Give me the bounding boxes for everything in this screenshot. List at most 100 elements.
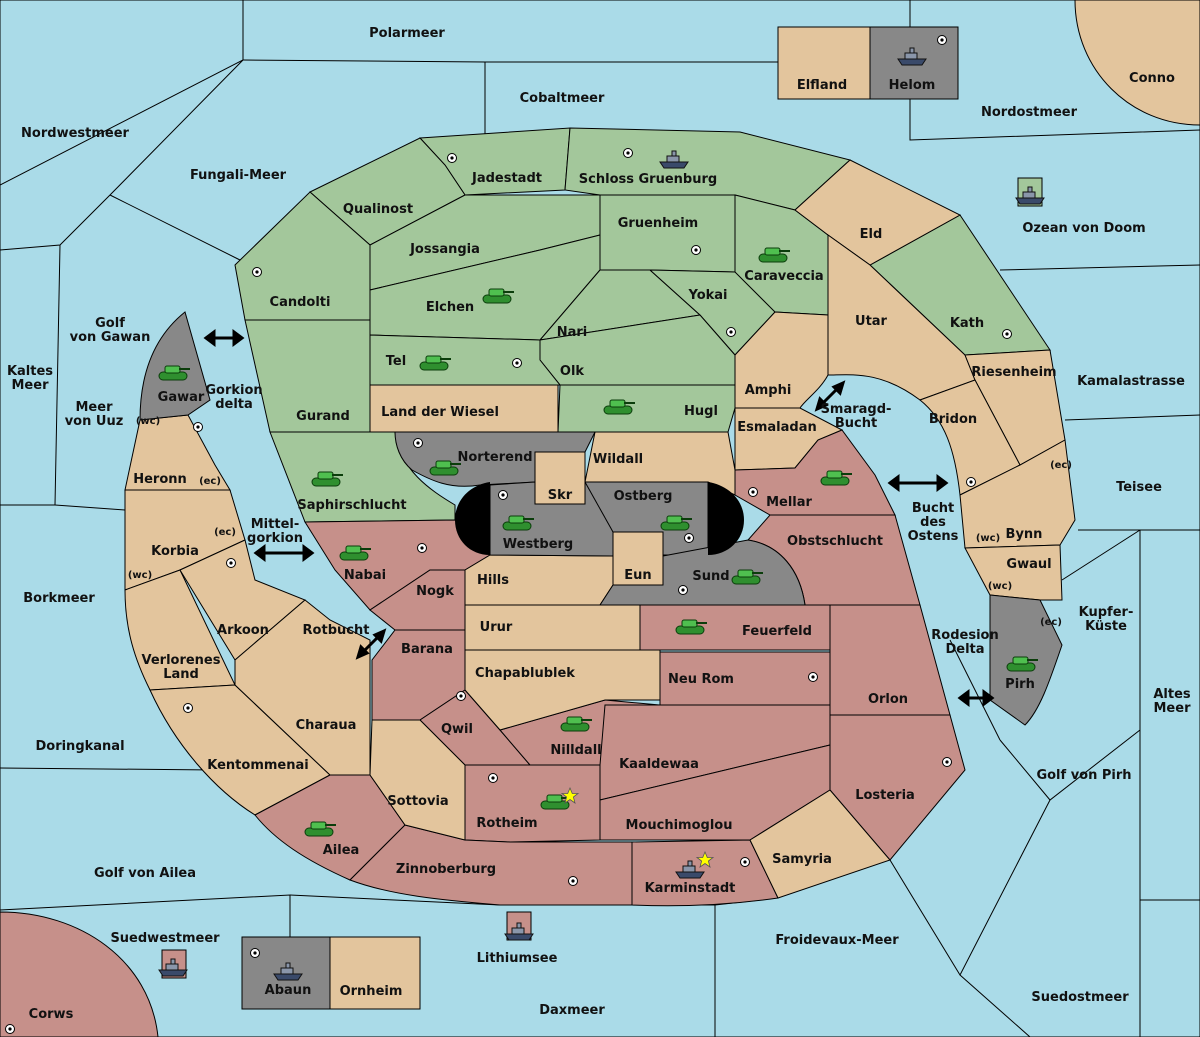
label-mouchimoglou: Mouchimoglou [626, 818, 733, 833]
canal-east [708, 482, 744, 555]
label-daxmeer: Daxmeer [539, 1003, 605, 1018]
label-nari: Nari [557, 325, 588, 340]
label-skr: Skr [548, 488, 573, 503]
territory-samyria[interactable] [749, 789, 891, 899]
label-neu-rom: Neu Rom [668, 672, 734, 687]
label-hugl: Hugl [684, 404, 718, 419]
tan-region-center [369, 431, 891, 899]
label-chapablublek: Chapablublek [475, 666, 575, 681]
label-golf-von-ailea: Golf von Ailea [94, 866, 196, 881]
green-region [234, 127, 1051, 523]
territory-ornheim[interactable] [329, 936, 421, 1010]
coast-gwaul-ec: (ec) [1040, 617, 1062, 628]
label-eld: Eld [860, 227, 883, 242]
territory-gruenheim[interactable] [599, 194, 736, 273]
territory-charaua[interactable] [234, 599, 371, 776]
territory-elfland[interactable] [777, 26, 871, 100]
label-obstschlucht: Obstschlucht [787, 534, 883, 549]
label-nordostmeer: Nordostmeer [981, 105, 1078, 120]
coast-bynn-wc: (wc) [976, 533, 1000, 544]
label-ailea: Ailea [323, 843, 360, 858]
label-olk: Olk [560, 364, 585, 379]
label-froidevaux-meer: Froidevaux-Meer [775, 933, 899, 948]
label-nordwestmeer: Nordwestmeer [21, 126, 129, 141]
tan-region-west [124, 414, 371, 816]
label-kupfer-kueste: Kupfer-Küste [1079, 605, 1134, 634]
territory-urur[interactable] [464, 604, 641, 651]
land-labels: Elfland Helom Conno Jadestadt Schloss Gr… [29, 71, 1175, 1022]
label-suedwestmeer: Suedwestmeer [110, 931, 220, 946]
label-riesenheim: Riesenheim [971, 365, 1056, 380]
label-teisee: Teisee [1116, 480, 1162, 495]
label-mellar: Mellar [766, 495, 812, 510]
label-fungali-meer: Fungali-Meer [190, 168, 287, 183]
label-jadestadt: Jadestadt [471, 171, 542, 186]
label-qwil: Qwil [441, 722, 473, 737]
label-schloss-gruenburg: Schloss Gruenburg [579, 172, 717, 187]
label-elchen: Elchen [426, 300, 474, 315]
label-barana: Barana [401, 642, 453, 657]
label-land-der-wiesel: Land der Wiesel [381, 405, 499, 420]
territory-land-der-wiesel[interactable] [369, 384, 559, 433]
territory-conno[interactable] [1074, 0, 1200, 126]
territory-zinnoberburg[interactable] [349, 824, 633, 906]
label-elfland: Elfland [797, 78, 847, 93]
label-ostberg: Ostberg [614, 489, 673, 504]
label-arkoon: Arkoon [217, 623, 269, 638]
territory-corws[interactable] [0, 911, 159, 1037]
territory-eun[interactable] [612, 531, 664, 586]
coast-heronn-ec: (ec) [199, 476, 221, 487]
coast-gawar-wc: (wc) [136, 416, 160, 427]
label-jossangia: Jossangia [409, 242, 480, 257]
label-polarmeer: Polarmeer [369, 26, 445, 41]
territory-arkoon[interactable] [179, 539, 306, 661]
label-utar: Utar [855, 314, 888, 329]
coast-bynn-ec: (ec) [1050, 460, 1072, 471]
territory-gwaul[interactable] [964, 544, 1063, 601]
label-bynn: Bynn [1006, 527, 1043, 542]
label-karminstadt: Karminstadt [645, 881, 736, 896]
label-kath: Kath [950, 316, 984, 331]
label-feuerfeld: Feuerfeld [742, 624, 812, 639]
label-helom: Helom [889, 78, 936, 93]
label-korbia: Korbia [151, 544, 199, 559]
label-candolti: Candolti [270, 295, 331, 310]
label-westberg: Westberg [503, 537, 573, 552]
territory-mellar[interactable] [734, 429, 896, 516]
sea-labels: Polarmeer Cobaltmeer Nordwestmeer Fungal… [7, 26, 1191, 1018]
territory-candolti[interactable] [234, 191, 371, 321]
label-conno: Conno [1129, 71, 1175, 86]
label-corws: Corws [29, 1007, 74, 1022]
label-orlon: Orlon [868, 692, 908, 707]
label-kaaldewaa: Kaaldewaa [619, 757, 699, 772]
territory-losteria[interactable] [829, 714, 966, 861]
territory-sottovia[interactable] [369, 719, 466, 841]
label-charaua: Charaua [296, 718, 357, 733]
label-gwaul: Gwaul [1006, 557, 1051, 572]
label-borkmeer: Borkmeer [23, 591, 95, 606]
red-region [254, 429, 966, 907]
territory-chapablublek[interactable] [464, 649, 661, 731]
territory-sund[interactable] [599, 539, 806, 606]
label-rotheim: Rotheim [476, 816, 537, 831]
label-ornheim: Ornheim [340, 984, 403, 999]
label-lithiumsee: Lithiumsee [477, 951, 558, 966]
label-nogk: Nogk [416, 584, 454, 599]
coast-korbia-wc: (wc) [128, 570, 152, 581]
label-cobaltmeer: Cobaltmeer [520, 91, 605, 106]
canal-west [455, 482, 490, 555]
label-sund: Sund [692, 569, 729, 584]
label-samyria: Samyria [772, 852, 832, 867]
label-doringkanal: Doringkanal [35, 739, 124, 754]
label-eun: Eun [624, 568, 651, 583]
label-tel: Tel [386, 354, 406, 369]
label-nilldall: Nilldall [550, 743, 601, 758]
label-urur: Urur [480, 620, 513, 635]
